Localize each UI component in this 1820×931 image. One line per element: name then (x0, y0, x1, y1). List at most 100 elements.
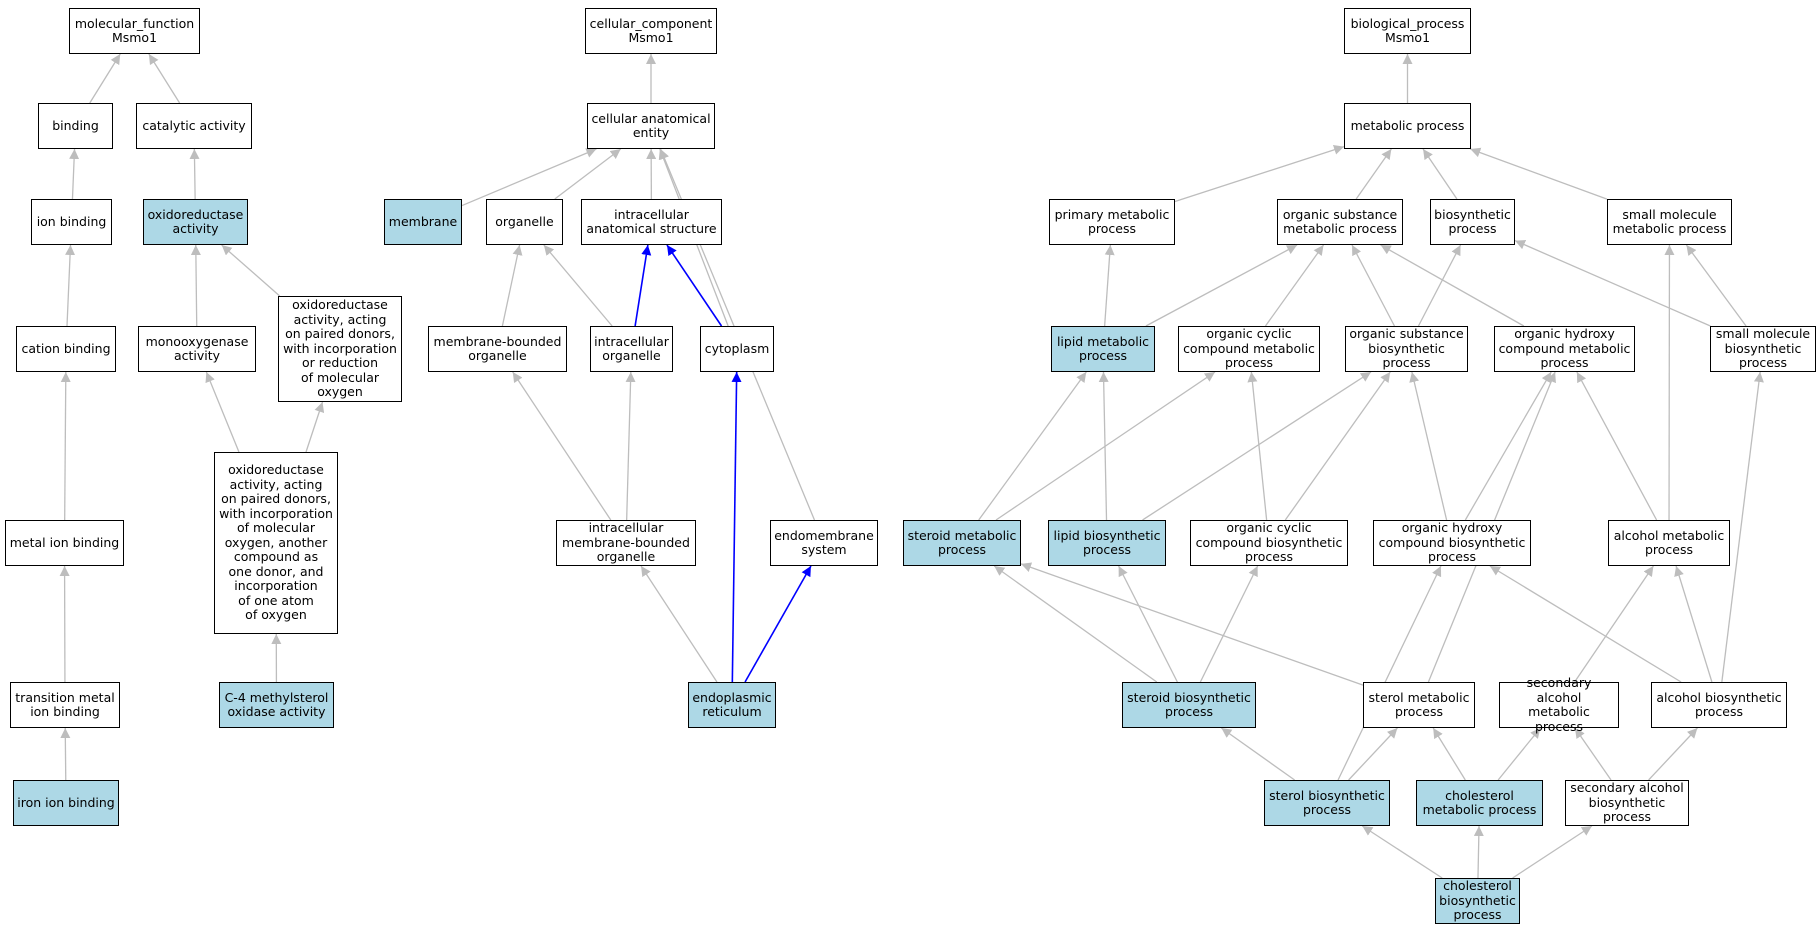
term-node-cholbio[interactable]: cholesterol biosynthetic process (1435, 878, 1520, 924)
term-node-binding[interactable]: binding (38, 103, 113, 149)
term-node-alcmet[interactable]: alcohol metabolic process (1608, 520, 1730, 566)
edge-lipidmet-to-osm (1145, 244, 1298, 327)
edge-iron-to-transmetal (60, 727, 71, 781)
term-node-imbo[interactable]: intracellular membrane-bounded organelle (556, 520, 696, 566)
term-node-sterolmet[interactable]: sterol metabolic process (1363, 682, 1475, 728)
edge-metalion-to-cation (60, 371, 71, 521)
edge-osb-to-osm (1351, 244, 1396, 327)
edge-lipidbio-to-lipidmet (1098, 371, 1109, 521)
edge-ionbind-to-binding (69, 148, 80, 200)
term-node-endomem[interactable]: endomembrane system (770, 520, 878, 566)
edge-cholbio-to-sterolbio (1361, 825, 1443, 879)
term-node-ocm[interactable]: organic cyclic compound metabolic proces… (1178, 326, 1320, 372)
edge-catalytic-to-mf (148, 53, 181, 104)
term-node-primary[interactable]: primary metabolic process (1049, 199, 1175, 245)
term-node-cytoplasm[interactable]: cytoplasm (700, 326, 774, 372)
term-node-ohb[interactable]: organic hydroxy compound biosynthetic pr… (1373, 520, 1531, 566)
edge-oxred_one-to-oxred_o2 (305, 401, 325, 453)
edge-oxred-to-catalytic (189, 148, 200, 200)
term-node-ias[interactable]: intracellular anatomical structure (581, 199, 722, 245)
term-node-oxred_o2[interactable]: oxidoreductase activity, acting on paire… (278, 296, 402, 402)
edge-cholmet-to-sterolmet (1432, 727, 1466, 781)
edge-cation-to-ionbind (65, 244, 76, 327)
edge-imbo-to-mbo (512, 371, 612, 521)
term-node-membrane[interactable]: membrane (384, 199, 462, 245)
edge-biosyn-to-metabolic (1422, 148, 1458, 200)
term-node-sterolbio[interactable]: sterol biosynthetic process (1264, 780, 1390, 826)
term-node-cation[interactable]: cation binding (16, 326, 116, 372)
edge-io-to-organelle (543, 244, 613, 327)
edge-smb-to-smm (1685, 244, 1747, 327)
term-node-secalcmet[interactable]: secondary alcohol metabolic process (1499, 675, 1619, 733)
edge-sterolbio-to-steroidbio (1221, 727, 1295, 781)
edge-oxred_o2-to-oxred (221, 244, 281, 297)
term-node-bp[interactable]: biological_process Msmo1 (1344, 8, 1471, 54)
edge-alcbio-to-alcmet (1674, 565, 1713, 683)
edge-imbo-to-io (625, 371, 636, 521)
term-node-osb[interactable]: organic substance biosynthetic process (1345, 326, 1468, 372)
edge-mbo-to-organelle (501, 244, 523, 327)
edge-sterolbio-to-ohb (1337, 565, 1442, 781)
edge-ocm-to-osm (1264, 244, 1325, 327)
term-node-smm[interactable]: small molecule metabolic process (1607, 199, 1732, 245)
edge-organelle-to-cae (554, 148, 622, 200)
edge-secalcbio-to-secalcmet (1574, 727, 1612, 781)
edge-lipidbio-to-osb (1142, 371, 1372, 521)
edge-sterolbio-to-sterolmet (1348, 727, 1398, 781)
term-node-metalion[interactable]: metal ion binding (5, 520, 124, 566)
edge-secalcmet-to-alcmet (1574, 565, 1654, 683)
term-node-steroidbio[interactable]: steroid biosynthetic process (1122, 682, 1256, 728)
term-node-oxred[interactable]: oxidoreductase activity (143, 199, 248, 245)
term-node-smb[interactable]: small molecule biosynthetic process (1710, 326, 1816, 372)
term-node-osm[interactable]: organic substance metabolic process (1277, 199, 1403, 245)
term-node-alcbio[interactable]: alcohol biosynthetic process (1651, 682, 1787, 728)
edge-alcmet-to-ohm (1576, 371, 1658, 521)
edge-steroidmet-to-lipidmet (978, 371, 1087, 521)
term-node-biosyn[interactable]: biosynthetic process (1430, 199, 1515, 245)
edge-cholbio-to-cholmet (1473, 825, 1484, 879)
term-node-ionbind[interactable]: ion binding (31, 199, 112, 245)
edge-oxred_one-to-monoox (205, 371, 240, 453)
term-node-cc[interactable]: cellular_component Msmo1 (585, 8, 717, 54)
edge-ohm-to-osm (1380, 244, 1525, 327)
term-node-oxred_one[interactable]: oxidoreductase activity, acting on paire… (214, 452, 338, 634)
edge-membrane-to-cae (461, 148, 597, 207)
term-node-steroidmet[interactable]: steroid metabolic process (903, 520, 1021, 566)
term-node-ohm[interactable]: organic hydroxy compound metabolic proce… (1494, 326, 1635, 372)
term-node-iron[interactable]: iron ion binding (13, 780, 119, 826)
term-node-c4[interactable]: C-4 methylsterol oxidase activity (219, 682, 334, 728)
term-node-ocb[interactable]: organic cyclic compound biosynthetic pro… (1190, 520, 1348, 566)
term-node-catalytic[interactable]: catalytic activity (136, 103, 252, 149)
edge-lipidmet-to-primary (1103, 244, 1115, 327)
edge-io-to-ias (634, 244, 652, 327)
term-node-lipidmet[interactable]: lipid metabolic process (1051, 326, 1155, 372)
edge-steroidbio-to-lipidbio (1118, 565, 1178, 683)
edge-er-to-imbo (640, 565, 718, 683)
edge-binding-to-mf (89, 53, 121, 104)
edge-ocb-to-ocm (1247, 371, 1268, 521)
edge-smm-to-metabolic (1470, 147, 1608, 200)
term-node-cholmet[interactable]: cholesterol metabolic process (1416, 780, 1543, 826)
edge-monoox-to-oxred (190, 244, 201, 327)
edge-cholmet-to-secalcmet (1497, 727, 1541, 781)
edge-sterolmet-to-steroidmet (1020, 562, 1364, 686)
edge-alcbio-to-ohb (1489, 565, 1682, 683)
edge-osb-to-biosyn (1417, 244, 1462, 327)
term-node-transmetal[interactable]: transition metal ion binding (10, 682, 120, 728)
edge-er-to-endomem (744, 565, 812, 683)
term-node-io[interactable]: intracellular organelle (590, 326, 673, 372)
term-node-metabolic[interactable]: metabolic process (1344, 103, 1471, 149)
term-node-lipidbio[interactable]: lipid biosynthetic process (1048, 520, 1166, 566)
edge-primary-to-metabolic (1174, 144, 1345, 203)
term-node-mf[interactable]: molecular_function Msmo1 (69, 8, 200, 54)
term-node-cae[interactable]: cellular anatomical entity (587, 103, 715, 149)
term-node-monoox[interactable]: monooxygenase activity (138, 326, 256, 372)
edge-osm-to-metabolic (1355, 148, 1392, 200)
term-node-er[interactable]: endoplasmic reticulum (688, 682, 776, 728)
edge-secalcbio-to-alcbio (1648, 727, 1698, 781)
term-node-secalcbio[interactable]: secondary alcohol biosynthetic process (1565, 780, 1689, 826)
edge-alcbio-to-smb (1721, 371, 1764, 683)
term-node-mbo[interactable]: membrane-bounded organelle (428, 326, 567, 372)
term-node-organelle[interactable]: organelle (486, 199, 563, 245)
